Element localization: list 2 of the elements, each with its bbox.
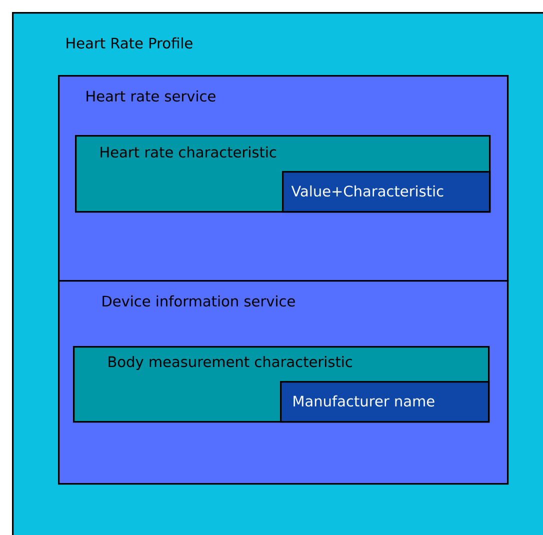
value-box: Manufacturer name	[280, 381, 490, 423]
value-box: Value+Characteristic	[282, 171, 491, 213]
